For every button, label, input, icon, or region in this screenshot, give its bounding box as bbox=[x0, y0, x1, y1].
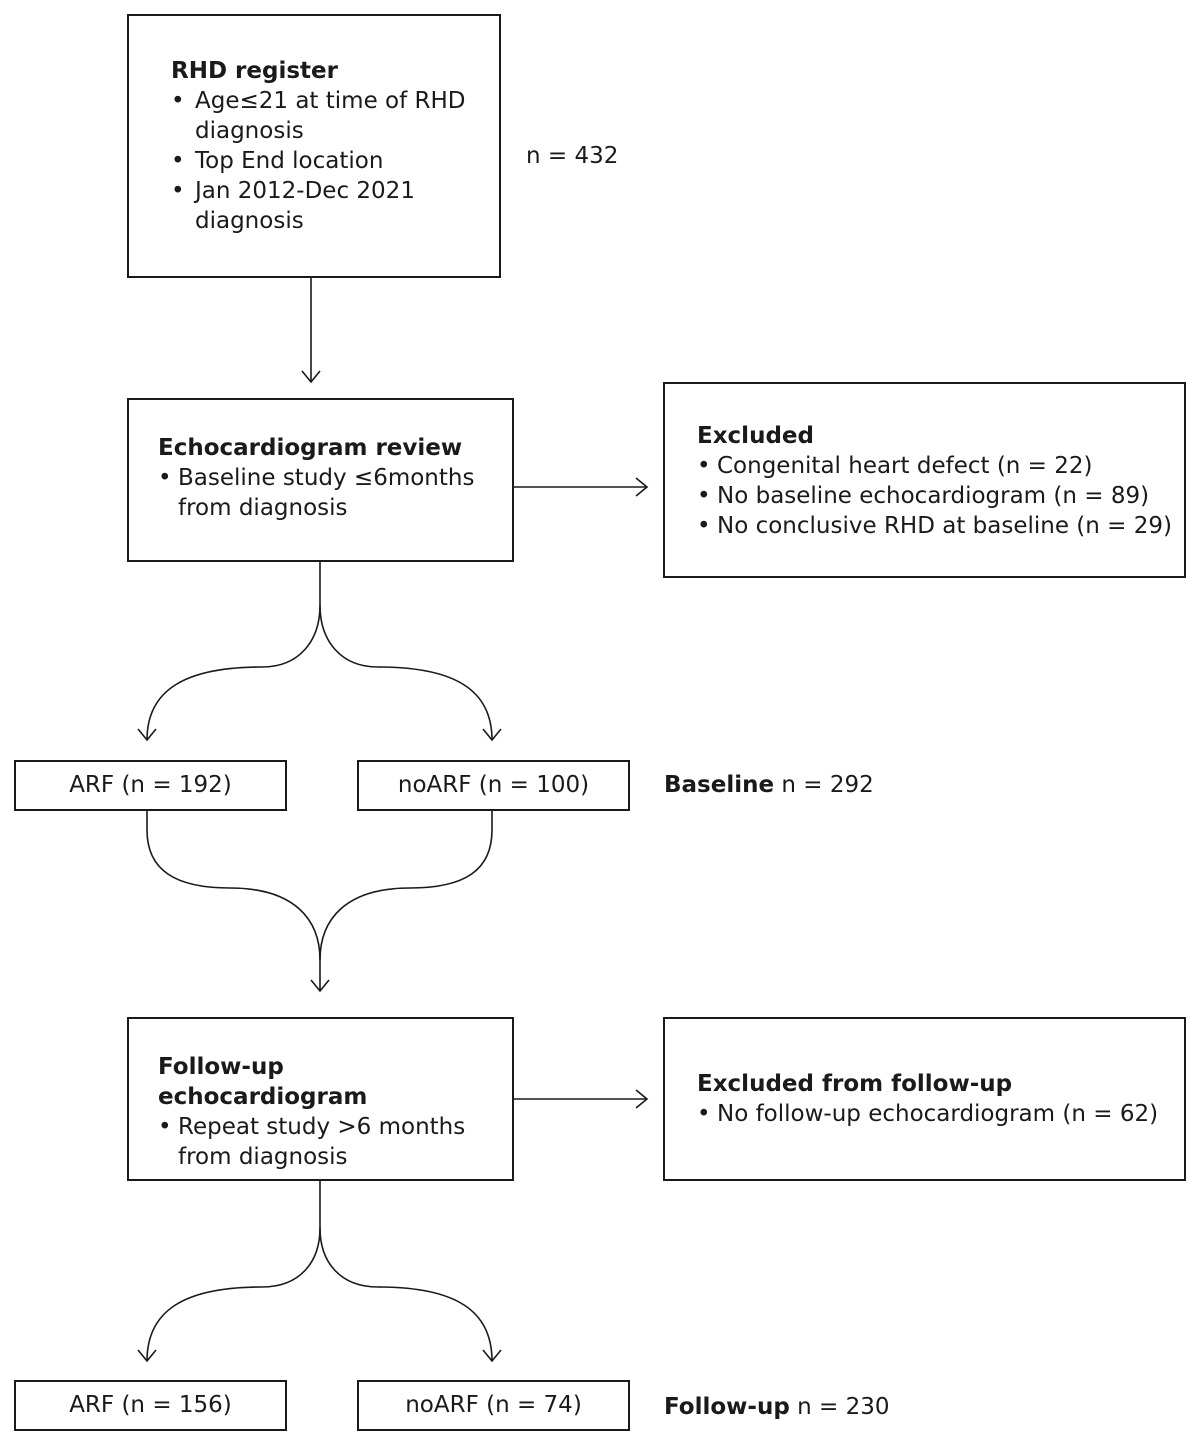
criteria-item: Top End location bbox=[171, 146, 479, 176]
rhd-register-title: RHD register bbox=[171, 58, 338, 84]
followup-echo-criteria: Repeat study >6 months from diagnosis bbox=[158, 1112, 492, 1172]
exclusion-item: No baseline echocardiogram (n = 89) bbox=[697, 481, 1174, 511]
arrow-followup-split bbox=[146, 1181, 321, 1362]
baseline-summary: Baseline n = 292 bbox=[664, 770, 874, 800]
followup-noarf-box: noARF (n = 74) bbox=[357, 1380, 630, 1431]
excluded-followup-reasons: No follow-up echocardiogram (n = 62) bbox=[697, 1099, 1174, 1129]
echo-review-title: Echocardiogram review bbox=[158, 435, 463, 461]
baseline-count: n = 292 bbox=[781, 772, 874, 798]
followup-summary: Follow-up n = 230 bbox=[664, 1392, 889, 1422]
criteria-item: Baseline study ≤6months from diagnosis bbox=[158, 463, 488, 523]
exclusion-item: No conclusive RHD at baseline (n = 29) bbox=[697, 511, 1174, 541]
baseline-label: Baseline bbox=[664, 772, 775, 798]
criteria-item: Age≤21 at time of RHD diagnosis bbox=[171, 86, 479, 146]
followup-echo-box: Follow-up echocardiogram Repeat study >6… bbox=[127, 1017, 514, 1181]
excluded-title: Excluded bbox=[697, 423, 814, 449]
rhd-register-criteria: Age≤21 at time of RHD diagnosis Top End … bbox=[171, 86, 479, 236]
baseline-noarf-box: noARF (n = 100) bbox=[357, 760, 630, 811]
followup-count: n = 230 bbox=[797, 1394, 890, 1420]
criteria-item: Repeat study >6 months from diagnosis bbox=[158, 1112, 488, 1172]
excluded-followup-title: Excluded from follow-up bbox=[697, 1071, 1013, 1097]
rhd-register-box: RHD register Age≤21 at time of RHD diagn… bbox=[127, 14, 501, 278]
baseline-arf-box: ARF (n = 192) bbox=[14, 760, 287, 811]
echo-review-criteria: Baseline study ≤6months from diagnosis bbox=[158, 463, 492, 523]
register-count: n = 432 bbox=[526, 143, 619, 169]
excluded-reasons: Congenital heart defect (n = 22) No base… bbox=[697, 451, 1174, 541]
followup-echo-title: Follow-up echocardiogram bbox=[158, 1054, 368, 1110]
followup-label: Follow-up bbox=[664, 1394, 790, 1420]
excluded-followup-box: Excluded from follow-up No follow-up ech… bbox=[663, 1017, 1186, 1181]
exclusion-item: Congenital heart defect (n = 22) bbox=[697, 451, 1174, 481]
followup-arf-box: ARF (n = 156) bbox=[14, 1380, 287, 1431]
arrow-review-split bbox=[146, 561, 321, 741]
arrow-baseline-merge bbox=[146, 810, 321, 961]
echo-review-box: Echocardiogram review Baseline study ≤6m… bbox=[127, 398, 514, 562]
exclusion-item: No follow-up echocardiogram (n = 62) bbox=[697, 1099, 1174, 1129]
excluded-box: Excluded Congenital heart defect (n = 22… bbox=[663, 382, 1186, 578]
criteria-item: Jan 2012-Dec 2021 diagnosis bbox=[171, 176, 479, 236]
